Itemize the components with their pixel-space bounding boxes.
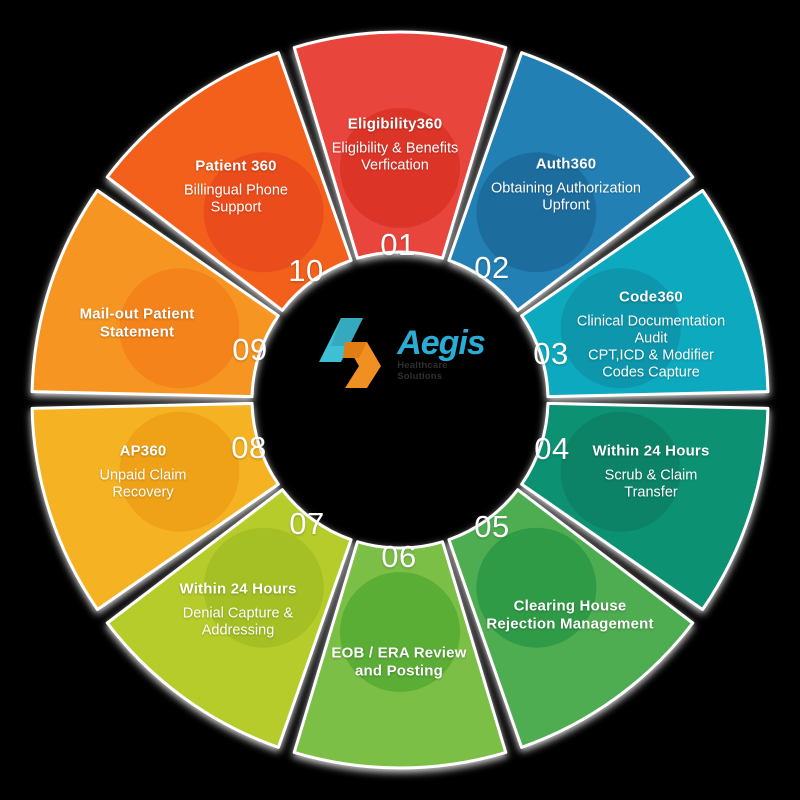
aegis-chevron-mark (315, 316, 393, 395)
segment-number-band (340, 572, 460, 692)
segment-number-band (560, 411, 681, 532)
logo-text-block: Aegis Healthcare Solutions (397, 323, 486, 383)
wheel-segment-03[interactable] (520, 189, 770, 399)
wheel-segment-04[interactable] (520, 401, 770, 611)
wheel-segment-09[interactable] (30, 189, 280, 399)
segment-number-band (203, 152, 324, 273)
wheel-segment-02[interactable] (447, 51, 695, 312)
wheel-segment-05[interactable] (447, 488, 695, 749)
wheel-segment-06[interactable] (292, 540, 508, 770)
center-logo: Aegis Healthcare Solutions (295, 312, 505, 398)
segment-number-band (560, 268, 681, 389)
wheel-segment-10[interactable] (105, 51, 353, 312)
wheel-segment-07[interactable] (105, 488, 353, 749)
segment-number-band (340, 108, 460, 228)
segment-number-band (476, 527, 597, 648)
segment-number-band (119, 268, 240, 389)
wheel-segment-08[interactable] (30, 401, 280, 611)
segment-number-band (203, 527, 324, 648)
wheel-segment-01[interactable] (292, 30, 508, 260)
segment-number-band (119, 411, 240, 532)
segment-number-band (476, 152, 597, 273)
logo-brand-name: Aegis (397, 323, 486, 362)
logo-tagline: Healthcare Solutions (397, 360, 448, 383)
